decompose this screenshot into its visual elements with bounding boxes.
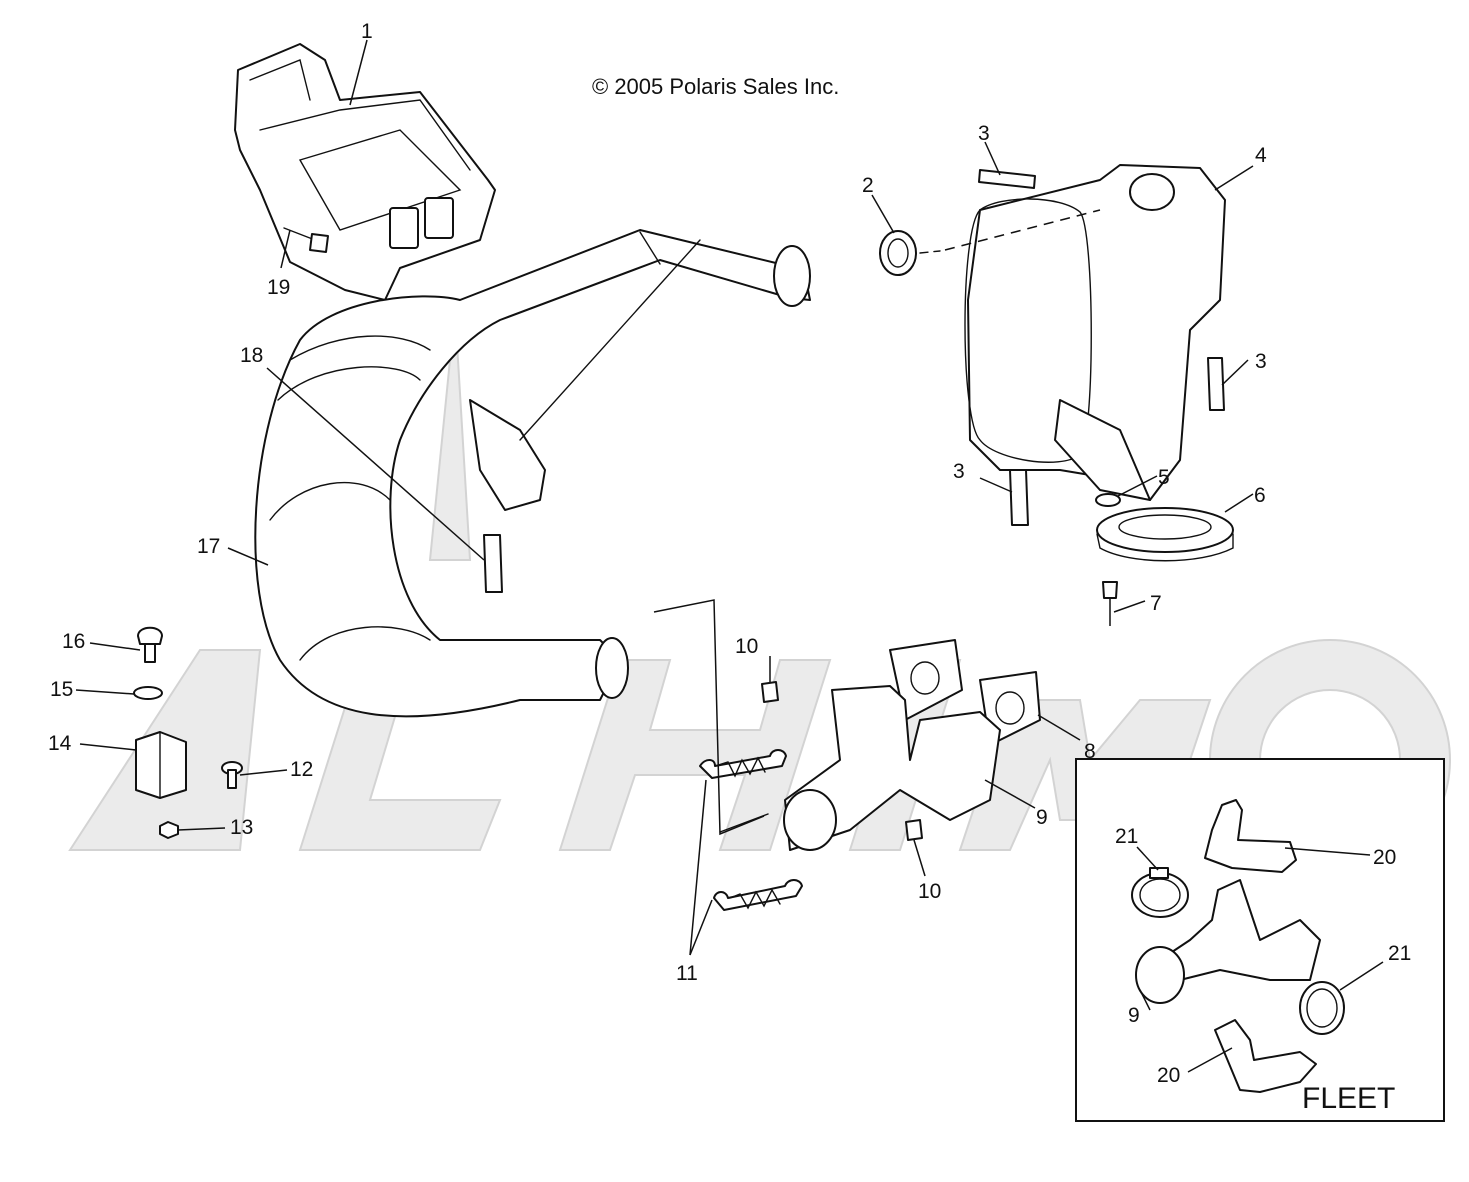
- washer-15: [133, 686, 163, 700]
- callout-1: 1: [361, 20, 373, 43]
- spring-3-top: [978, 169, 1036, 189]
- callout-3-top: 3: [978, 122, 990, 145]
- fleet-callout-20-lower: 20: [1157, 1064, 1180, 1087]
- stud-10-bottom: [905, 819, 923, 841]
- callout-19: 19: [267, 276, 290, 299]
- fleet-label: FLEET: [1302, 1082, 1395, 1115]
- fleet-callout-20-upper: 20: [1373, 846, 1396, 869]
- spring-18: [483, 534, 503, 593]
- leader-lines: [75, 39, 1254, 956]
- fleet-heat-shield-lower: [1214, 1019, 1317, 1093]
- exhaust-pipe: [254, 229, 811, 718]
- callout-2: 2: [862, 174, 874, 197]
- callout-9: 9: [1036, 806, 1048, 829]
- fleet-callout-21-upper: 21: [1115, 825, 1138, 848]
- mount-bracket-14: [135, 731, 187, 799]
- callout-7: 7: [1150, 592, 1162, 615]
- muffler: [944, 164, 1226, 501]
- fleet-manifold: [1135, 879, 1321, 1004]
- callout-8: 8: [1084, 740, 1096, 763]
- callout-17: 17: [197, 535, 220, 558]
- callout-6: 6: [1254, 484, 1266, 507]
- spring-11-bottom: [713, 879, 803, 911]
- spring-3-left: [1009, 469, 1029, 526]
- callout-18: 18: [240, 344, 263, 367]
- callout-5: 5: [1158, 466, 1170, 489]
- nut-13: [159, 821, 179, 839]
- callout-16: 16: [62, 630, 85, 653]
- fleet-clamp-lower: [1299, 981, 1345, 1035]
- bolt-16: [137, 626, 163, 663]
- spring-11-top: [699, 749, 787, 779]
- callout-15: 15: [50, 678, 73, 701]
- fleet-inset: FLEET: [1075, 758, 1445, 1122]
- fleet-callout-9: 9: [1128, 1004, 1140, 1027]
- washer: [1095, 493, 1121, 507]
- callout-12: 12: [290, 758, 313, 781]
- callout-3-right: 3: [1255, 350, 1267, 373]
- callout-11: 11: [676, 962, 698, 985]
- fleet-heat-shield-upper: [1204, 799, 1297, 873]
- callout-13: 13: [230, 816, 253, 839]
- rivet: [283, 227, 329, 253]
- stud-10-top: [761, 681, 779, 703]
- spring-11-bracket-line: [653, 599, 765, 836]
- callout-3-left: 3: [953, 460, 965, 483]
- bolt-12: [221, 761, 243, 789]
- spring-3-right: [1207, 357, 1225, 411]
- seal-ring: [879, 230, 941, 276]
- callout-14: 14: [48, 732, 72, 755]
- callout-10-top: 10: [735, 635, 758, 658]
- grommet: [1096, 507, 1234, 562]
- heat-shield-bracket: [234, 43, 496, 301]
- exhaust-manifold: [719, 685, 1001, 851]
- callout-10-bottom: 10: [918, 880, 941, 903]
- fleet-callout-21-lower: 21: [1388, 942, 1411, 965]
- bolt-7: [1102, 581, 1118, 626]
- copyright-notice: © 2005 Polaris Sales Inc.: [592, 74, 840, 99]
- fleet-clamp-upper: [1131, 867, 1189, 918]
- callout-4: 4: [1255, 144, 1267, 167]
- callouts: 1 19 2 3 4 3 3 5 6 7 18 17 16 15 14 12 1…: [48, 20, 1411, 1087]
